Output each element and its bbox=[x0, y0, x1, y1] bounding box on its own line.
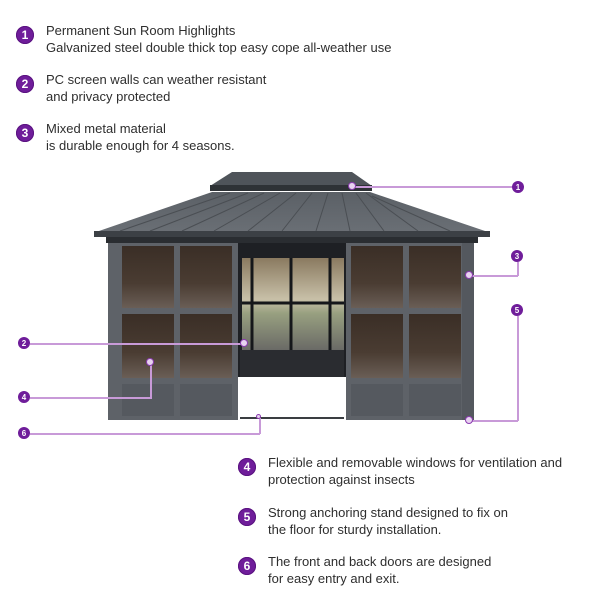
feature-text: Flexible and removable windows for venti… bbox=[268, 454, 562, 488]
callout-line-6-vertical bbox=[259, 418, 261, 434]
callout-dot-6 bbox=[256, 414, 261, 419]
feature-title: PC screen walls can weather resistant bbox=[46, 72, 267, 87]
callout-badge-5: 5 bbox=[511, 304, 523, 316]
feature-description: is durable enough for 4 seasons. bbox=[46, 138, 235, 153]
feature-title: The front and back doors are designed bbox=[268, 554, 492, 569]
callout-dot-2 bbox=[240, 339, 248, 347]
feature-text: PC screen walls can weather resistant an… bbox=[46, 71, 266, 105]
callout-dot-1 bbox=[348, 182, 356, 190]
callout-badge-1: 1 bbox=[512, 181, 524, 193]
feature-description: the floor for sturdy installation. bbox=[268, 522, 442, 537]
callout-badge-4: 4 bbox=[18, 391, 30, 403]
callout-line-3-vertical bbox=[517, 262, 519, 276]
number-badge: 1 bbox=[16, 26, 34, 44]
feature-text: Strong anchoring stand designed to fix o… bbox=[268, 504, 508, 538]
feature-text: The front and back doors are designed fo… bbox=[268, 553, 491, 587]
callout-line-5 bbox=[470, 420, 518, 422]
feature-6: 6 The front and back doors are designed … bbox=[238, 554, 491, 587]
feature-5: 5 Strong anchoring stand designed to fix… bbox=[238, 505, 508, 538]
callout-dot-4 bbox=[146, 358, 154, 366]
feature-description: for easy entry and exit. bbox=[268, 571, 400, 586]
callout-badge-3: 3 bbox=[511, 250, 523, 262]
callout-line-5-vertical bbox=[517, 316, 519, 421]
feature-description: protection against insects bbox=[268, 472, 415, 487]
feature-title: Permanent Sun Room Highlights bbox=[46, 23, 236, 38]
feature-description: and privacy protected bbox=[46, 89, 171, 104]
callout-badge-2: 2 bbox=[18, 337, 30, 349]
callout-line-4 bbox=[30, 397, 152, 399]
callout-line-1 bbox=[352, 186, 512, 188]
number-badge: 4 bbox=[238, 458, 256, 476]
callout-line-4-vertical bbox=[150, 362, 152, 398]
number-badge: 5 bbox=[238, 508, 256, 526]
callout-badge-6: 6 bbox=[18, 427, 30, 439]
callout-line-3 bbox=[470, 275, 518, 277]
feature-title: Mixed metal material bbox=[46, 121, 166, 136]
feature-title: Flexible and removable windows for venti… bbox=[268, 455, 563, 470]
callout-line-6 bbox=[30, 433, 260, 435]
feature-text: Permanent Sun Room Highlights Galvanized… bbox=[46, 22, 391, 56]
feature-3: 3 Mixed metal material is durable enough… bbox=[16, 121, 235, 154]
feature-4: 4 Flexible and removable windows for ven… bbox=[238, 455, 562, 488]
callout-dot-3 bbox=[465, 271, 473, 279]
feature-text: Mixed metal material is durable enough f… bbox=[46, 120, 235, 154]
feature-description: Galvanized steel double thick top easy c… bbox=[46, 40, 392, 55]
feature-title: Strong anchoring stand designed to fix o… bbox=[268, 505, 508, 520]
callout-line-2 bbox=[30, 343, 244, 345]
number-badge: 3 bbox=[16, 124, 34, 142]
number-badge: 2 bbox=[16, 75, 34, 93]
feature-1: 1 Permanent Sun Room Highlights Galvaniz… bbox=[16, 23, 391, 56]
feature-2: 2 PC screen walls can weather resistant … bbox=[16, 72, 266, 105]
callout-dot-5 bbox=[465, 416, 473, 424]
number-badge: 6 bbox=[238, 557, 256, 575]
